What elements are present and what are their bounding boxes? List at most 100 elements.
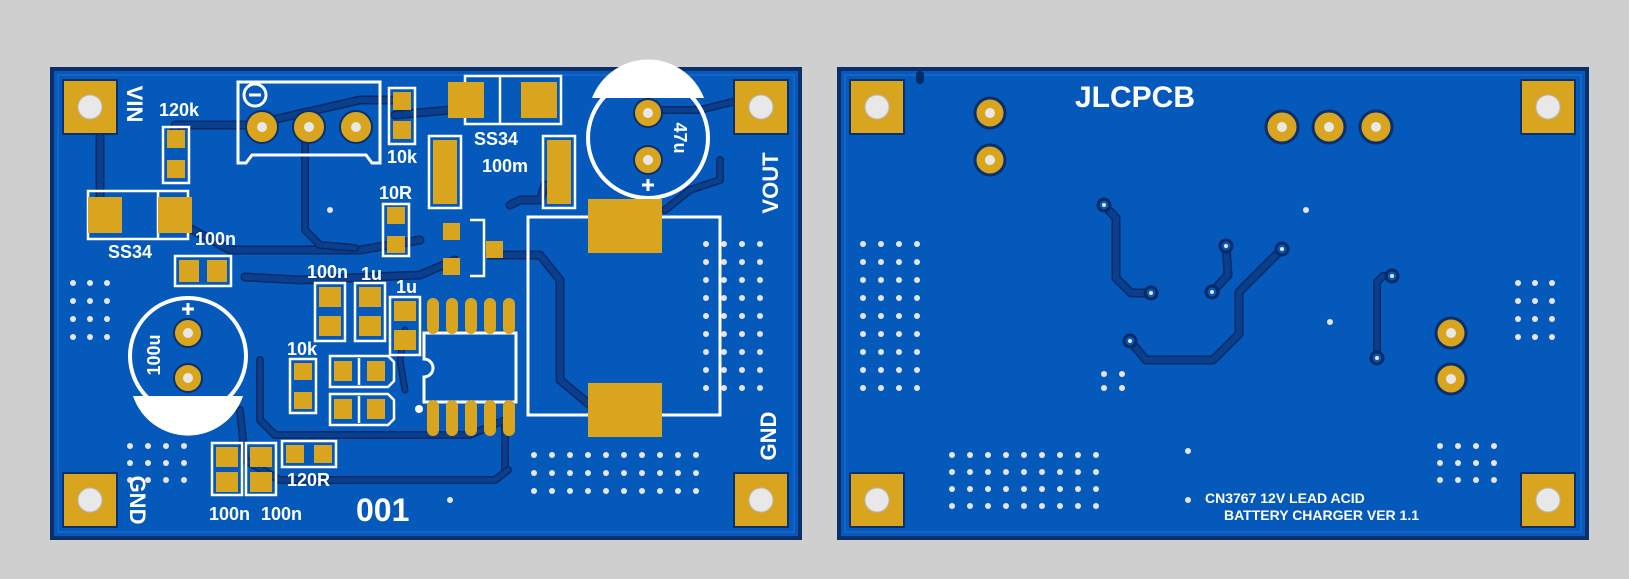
front-resistor-10r xyxy=(381,202,411,258)
via xyxy=(675,452,681,458)
via xyxy=(896,331,902,337)
via xyxy=(603,452,609,458)
via xyxy=(639,452,645,458)
via xyxy=(1327,319,1333,325)
front-capacitor-100n-d xyxy=(244,441,278,497)
via xyxy=(1057,486,1063,492)
via xyxy=(87,298,93,304)
via xyxy=(878,295,884,301)
via xyxy=(914,241,920,247)
via xyxy=(757,241,763,247)
via xyxy=(721,313,727,319)
front-capacitor-100u xyxy=(128,296,248,436)
via xyxy=(757,385,763,391)
via xyxy=(721,259,727,265)
via xyxy=(104,334,110,340)
via xyxy=(531,470,537,476)
front-capacitor-100n-c xyxy=(210,441,244,497)
via xyxy=(163,460,169,466)
via xyxy=(1003,452,1009,458)
back-pad-bottom-right xyxy=(1520,472,1576,528)
label-c-100n-a: 100n xyxy=(195,229,236,249)
via xyxy=(567,452,573,458)
via xyxy=(621,470,627,476)
front-resistor-120r xyxy=(280,439,338,469)
via xyxy=(1057,469,1063,475)
via xyxy=(531,488,537,494)
via xyxy=(163,443,169,449)
via xyxy=(721,331,727,337)
front-diode-ss34-left xyxy=(86,189,192,241)
via xyxy=(127,460,133,466)
via xyxy=(639,488,645,494)
via xyxy=(896,277,902,283)
back-pad-cap-100u-b xyxy=(1434,362,1468,396)
via xyxy=(70,298,76,304)
front-pad-bottom-right xyxy=(733,472,789,528)
via xyxy=(1437,460,1443,466)
via xyxy=(104,316,110,322)
front-diode-ss34-top xyxy=(448,74,563,126)
label-cap-47u: 47u xyxy=(670,122,690,153)
via xyxy=(1515,280,1521,286)
via xyxy=(985,469,991,475)
front-led-a xyxy=(328,354,396,389)
back-pad-pot-1 xyxy=(1264,109,1300,145)
front-capacitor-100n-a xyxy=(173,254,233,288)
via xyxy=(896,241,902,247)
label-gnd-left: GND xyxy=(125,476,150,525)
via xyxy=(1455,477,1461,483)
via xyxy=(703,295,709,301)
via xyxy=(1549,334,1555,340)
front-capacitor-1u-a xyxy=(353,281,387,343)
via xyxy=(1101,371,1107,377)
via xyxy=(70,280,76,286)
via xyxy=(70,334,76,340)
via xyxy=(1549,280,1555,286)
via xyxy=(1057,452,1063,458)
via xyxy=(860,331,866,337)
via xyxy=(1075,452,1081,458)
via xyxy=(757,295,763,301)
front-capacitor-47u xyxy=(586,59,710,200)
via xyxy=(181,460,187,466)
via xyxy=(1473,460,1479,466)
back-pad-bottom-left xyxy=(849,472,905,528)
via xyxy=(675,470,681,476)
back-silkscreen-text: JLCPCB CN3767 12V LEAD ACID BATTERY CHAR… xyxy=(1075,81,1419,523)
via xyxy=(1491,443,1497,449)
front-capacitor-100n-b xyxy=(313,281,347,343)
via xyxy=(860,313,866,319)
front-silkscreen-text: VIN VOUT GND GND 120k 10k SS34 SS34 100m… xyxy=(108,86,783,528)
via xyxy=(585,470,591,476)
via xyxy=(721,277,727,283)
front-sot23-transistor xyxy=(443,218,503,278)
back-pad-top-left xyxy=(849,79,905,135)
front-pad-top-left xyxy=(62,79,118,135)
via xyxy=(914,259,920,265)
label-title-line1: CN3767 12V LEAD ACID xyxy=(1205,490,1365,506)
via xyxy=(739,349,745,355)
via xyxy=(914,331,920,337)
label-r-120r: 120R xyxy=(287,470,330,490)
label-diode-top: SS34 xyxy=(474,129,518,149)
via xyxy=(949,486,955,492)
via xyxy=(1185,497,1191,503)
via xyxy=(639,470,645,476)
back-pad-cap-47u-b xyxy=(973,143,1007,177)
label-r-10k-mid: 10k xyxy=(287,339,318,359)
via xyxy=(878,313,884,319)
label-title-line2: BATTERY CHARGER VER 1.1 xyxy=(1224,507,1419,523)
back-traces xyxy=(916,71,1396,365)
label-gnd-right: GND xyxy=(756,412,781,461)
via xyxy=(1075,486,1081,492)
via xyxy=(739,259,745,265)
via xyxy=(1039,486,1045,492)
via xyxy=(549,470,555,476)
via xyxy=(914,385,920,391)
via xyxy=(1039,503,1045,509)
via xyxy=(703,241,709,247)
via xyxy=(145,460,151,466)
back-pad-cap-47u-a xyxy=(973,96,1007,130)
pcb-back-side: JLCPCB CN3767 12V LEAD ACID BATTERY CHAR… xyxy=(837,67,1589,540)
